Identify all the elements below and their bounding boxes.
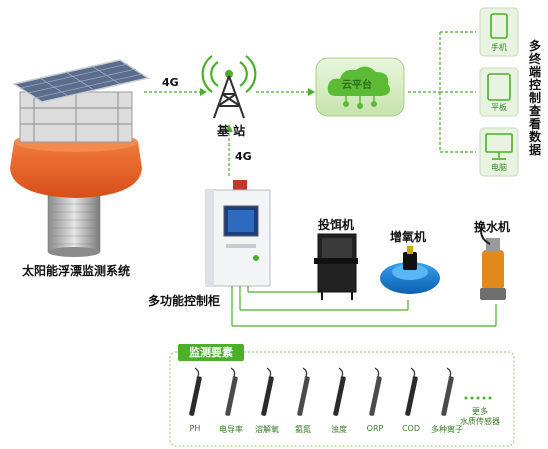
sensor-icons xyxy=(189,367,454,416)
phone-tile xyxy=(479,7,519,57)
sensor-probe-ammonia-icon xyxy=(297,367,310,416)
buoy-label: 太阳能浮漂监测系统 xyxy=(22,264,131,278)
computer-icon xyxy=(485,133,513,160)
feeder-machine-icon xyxy=(314,233,358,300)
aerator-label: 增氧机 xyxy=(390,230,427,244)
feeder-label: 投饵机 xyxy=(318,218,355,232)
water-pump-icon xyxy=(480,223,506,300)
solar-buoy-icon xyxy=(10,59,150,257)
more-sensors-line2: 水质传感器 xyxy=(460,417,500,426)
link-cloud-devices xyxy=(408,31,476,153)
sensor-probe-cod-icon xyxy=(405,367,418,416)
sensor-label-orp: ORP xyxy=(366,424,384,433)
more-sensors-line1: 更多 xyxy=(472,407,488,416)
computer-tile xyxy=(479,127,519,177)
phone-icon xyxy=(490,13,508,39)
cabinet-label: 多功能控制柜 xyxy=(148,294,221,308)
device-label-computer: 电脑 xyxy=(491,163,507,172)
sensor-label-ammonia: 氨氮 xyxy=(295,425,311,434)
sensor-probe-ions-icon xyxy=(441,367,454,416)
link-4g-label-top: 4G xyxy=(162,76,179,89)
cloud-platform-label: 云平台 xyxy=(342,80,372,91)
sensor-probe-orp-icon xyxy=(369,367,382,416)
tower-label: 基 站 xyxy=(217,124,246,138)
link-4g-label-vertical: 4G xyxy=(235,150,252,163)
sensor-label-ions: 多种离子 xyxy=(431,425,463,434)
sensor-probe-turbidity-icon xyxy=(333,367,346,416)
sensor-probe-conductivity-icon xyxy=(225,367,238,416)
more-sensors-dots xyxy=(464,396,492,400)
sensor-probe-ph-icon xyxy=(189,367,202,416)
base-station-tower-icon xyxy=(201,55,257,119)
monitoring-panel-title: 监测要素 xyxy=(178,344,244,361)
monitoring-panel xyxy=(169,351,515,447)
pump-label: 换水机 xyxy=(474,220,511,234)
tablet-tile xyxy=(479,67,519,117)
sensor-label-dissolved-oxygen: 溶解氧 xyxy=(255,425,279,434)
sensor-label-turbidity: 浊度 xyxy=(331,425,347,434)
aerator-machine-icon xyxy=(380,246,440,294)
sensor-label-ph: PH xyxy=(189,424,201,433)
terminal-label: 多终端控制查看数据 xyxy=(528,39,541,157)
tablet-icon xyxy=(487,73,511,101)
device-label-phone: 手机 xyxy=(491,43,507,52)
sensor-label-conductivity: 电导率 xyxy=(219,425,243,434)
device-label-tablet: 平板 xyxy=(491,103,507,112)
control-cabinet-icon xyxy=(205,180,271,287)
cloud-platform-icon xyxy=(315,57,405,117)
sensor-probe-dissolved-oxygen-icon xyxy=(261,367,274,416)
sensor-label-cod: COD xyxy=(401,424,421,433)
